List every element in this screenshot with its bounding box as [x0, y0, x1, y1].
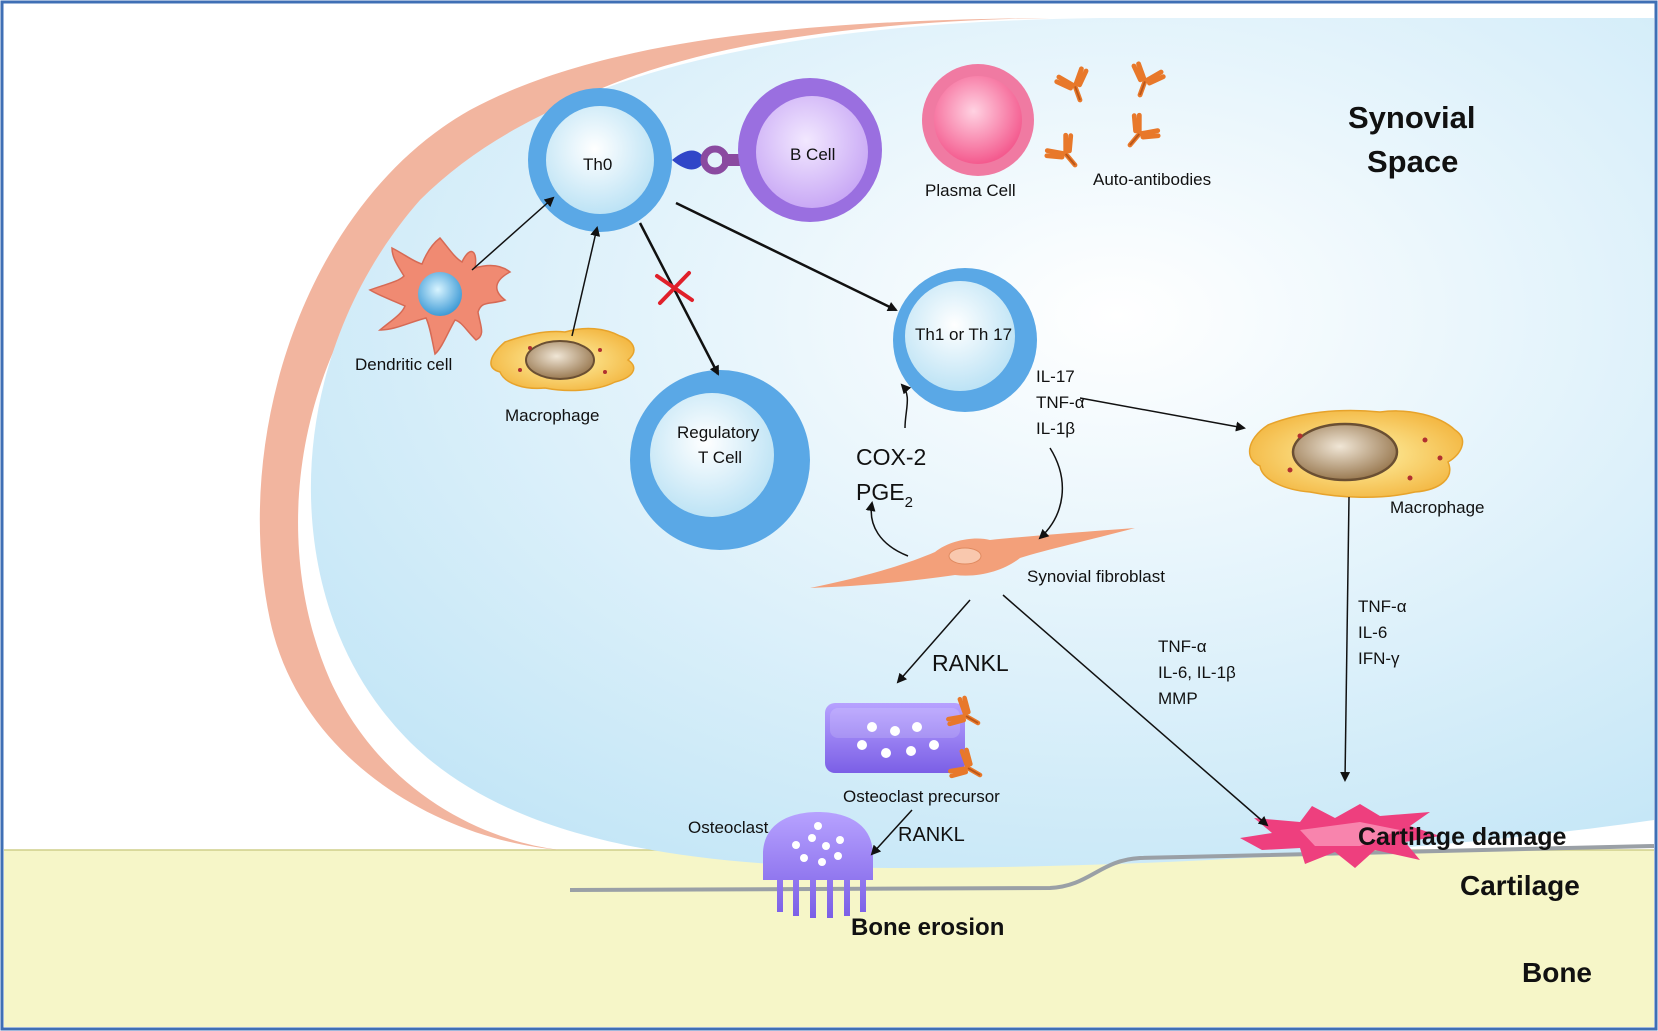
- regulatory-t-label-1: Regulatory: [677, 423, 760, 442]
- cytokine-mmp: MMP: [1158, 689, 1198, 708]
- osteoclast-precursor-label: Osteoclast precursor: [843, 787, 1000, 806]
- osteoclast-precursor: Osteoclast precursor: [825, 703, 1000, 806]
- cartilage-damage-label: Cartilage damage: [1358, 823, 1567, 851]
- synovial-space-title-2: Space: [1367, 144, 1458, 179]
- arrow-cox2-to-th1: [900, 383, 912, 429]
- auto-antibodies-group: Auto-antibodies: [1045, 63, 1211, 189]
- th0-cell: Th0: [528, 88, 672, 232]
- rankl-label-1: RANKL: [932, 650, 1009, 676]
- cartilage-line: [569, 844, 1655, 892]
- b-cell: B Cell: [738, 78, 882, 222]
- cytokine-tnf-a-3: TNF-α: [1358, 597, 1407, 616]
- b-cell-label: B Cell: [790, 145, 835, 164]
- cytokine-il6: IL-6: [1358, 623, 1387, 642]
- bone-erosion-label: Bone erosion: [851, 914, 1004, 941]
- th1-th17-cell: Th1 or Th 17: [893, 268, 1037, 412]
- arrows: [471, 196, 1351, 856]
- synovial-space: [310, 18, 1655, 868]
- macrophage-right: Macrophage: [1249, 409, 1485, 517]
- synovial-fibroblast-label: Synovial fibroblast: [1027, 567, 1165, 586]
- th0-label: Th0: [583, 155, 612, 174]
- cytokine-tnf-a-1: TNF-α: [1036, 393, 1085, 412]
- synovial-fibroblast: Synovial fibroblast: [810, 528, 1165, 588]
- arrow-macrophage-to-th0: [571, 226, 601, 337]
- arrow-fibroblast-to-osteoclast-precursor: [896, 599, 971, 684]
- rankl-label-2: RANKL: [898, 824, 965, 846]
- cytokine-il17: IL-17: [1036, 367, 1075, 386]
- macrophage-left-label: Macrophage: [505, 406, 600, 425]
- osteoclast-label: Osteoclast: [688, 818, 769, 837]
- regulatory-t-cell: Regulatory T Cell: [630, 370, 810, 550]
- cytokine-il6-il1b: IL-6, IL-1β: [1158, 663, 1236, 682]
- plasma-cell-label: Plasma Cell: [925, 181, 1016, 200]
- osteoclast: Osteoclast: [688, 812, 873, 918]
- arrow-precursor-to-osteoclast: [870, 809, 913, 856]
- cartilage-label: Cartilage: [1460, 870, 1580, 901]
- inhibition-x-icon: [655, 271, 694, 305]
- dendritic-cell-label: Dendritic cell: [355, 355, 452, 374]
- regulatory-t-label-2: T Cell: [698, 448, 742, 467]
- th1-th17-label: Th1 or Th 17: [915, 325, 1012, 344]
- arrow-macrophage-to-cartilage: [1340, 496, 1351, 782]
- cox2-label: COX-2: [856, 444, 926, 470]
- cytokine-il1b-1: IL-1β: [1036, 419, 1075, 438]
- arrow-dendritic-to-th0: [471, 196, 555, 271]
- arrow-cytokines-to-macrophage: [1079, 397, 1246, 432]
- bone-label: Bone: [1522, 957, 1592, 988]
- arrow-th0-to-th1: [675, 201, 898, 312]
- cytokine-ifn-g: IFN-γ: [1358, 649, 1400, 668]
- arrow-cytokines-to-fibroblast: [1038, 447, 1063, 540]
- arrow-fibroblast-to-cartilage: [1002, 594, 1269, 827]
- plasma-cell: Plasma Cell: [922, 64, 1034, 200]
- synovial-space-title-1: Synovial: [1348, 100, 1476, 135]
- auto-antibodies-label: Auto-antibodies: [1093, 170, 1211, 189]
- pge2-label: PGE2: [856, 479, 913, 511]
- macrophage-right-label: Macrophage: [1390, 498, 1485, 517]
- cytokine-tnf-a-2: TNF-α: [1158, 637, 1207, 656]
- arrow-fibroblast-to-pge2: [865, 501, 909, 557]
- arrow-th0-to-treg: [638, 222, 720, 376]
- macrophage-left: Macrophage: [490, 327, 635, 425]
